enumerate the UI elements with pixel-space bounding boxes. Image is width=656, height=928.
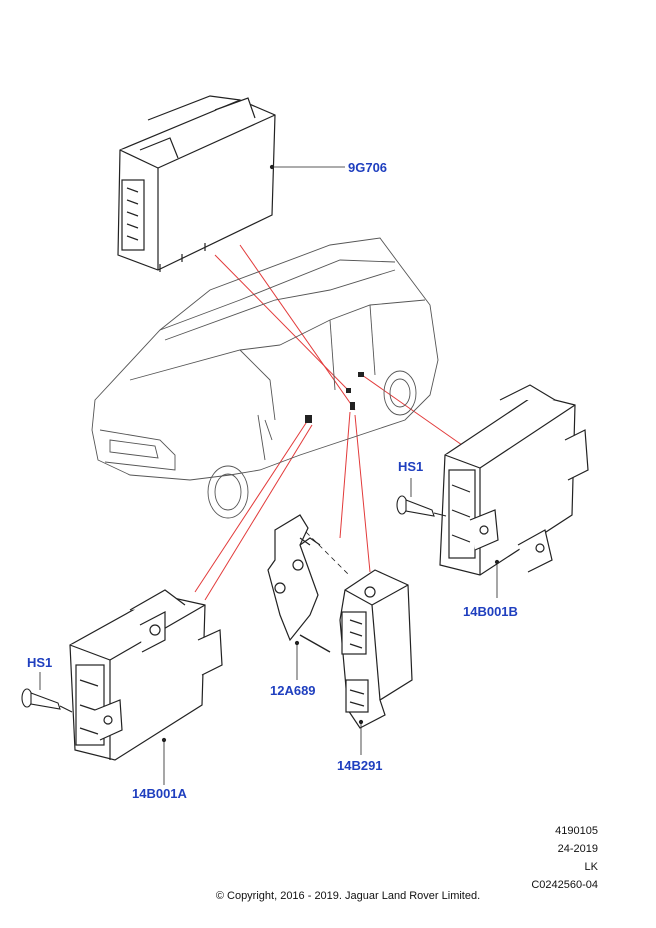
label-hs1-left: HS1	[27, 655, 53, 670]
module-14b001b-drawing	[439, 384, 589, 598]
module-9g706-drawing	[117, 95, 345, 272]
label-14b291: 14B291	[337, 758, 383, 773]
module-14b291-drawing	[339, 569, 413, 755]
copyright-notice: © Copyright, 2016 - 2019. Jaguar Land Ro…	[215, 890, 481, 902]
module-14b001a-drawing	[69, 589, 223, 785]
drawing-metadata: 4190105 24-2019 LK C0242560-04	[531, 822, 598, 894]
label-14b001b: 14B001B	[463, 604, 518, 619]
screw-hs1-right-drawing	[396, 478, 447, 517]
vehicle-drawing	[91, 237, 439, 519]
label-9g706: 9G706	[348, 160, 388, 175]
drawing-author: LK	[584, 861, 598, 873]
label-hs1-right: HS1	[398, 459, 424, 474]
ref-number: 4190105	[555, 825, 598, 837]
bracket-12a689-drawing	[267, 514, 351, 680]
screw-hs1-left-drawing	[21, 672, 73, 713]
label-14b001a: 14B001A	[132, 786, 187, 801]
label-12a689: 12A689	[270, 683, 316, 698]
red-leader-lines	[194, 244, 463, 601]
drawing-date: 24-2019	[557, 843, 598, 855]
drawing-code: C0242560-04	[531, 879, 598, 891]
vehicle-locators	[305, 372, 364, 423]
